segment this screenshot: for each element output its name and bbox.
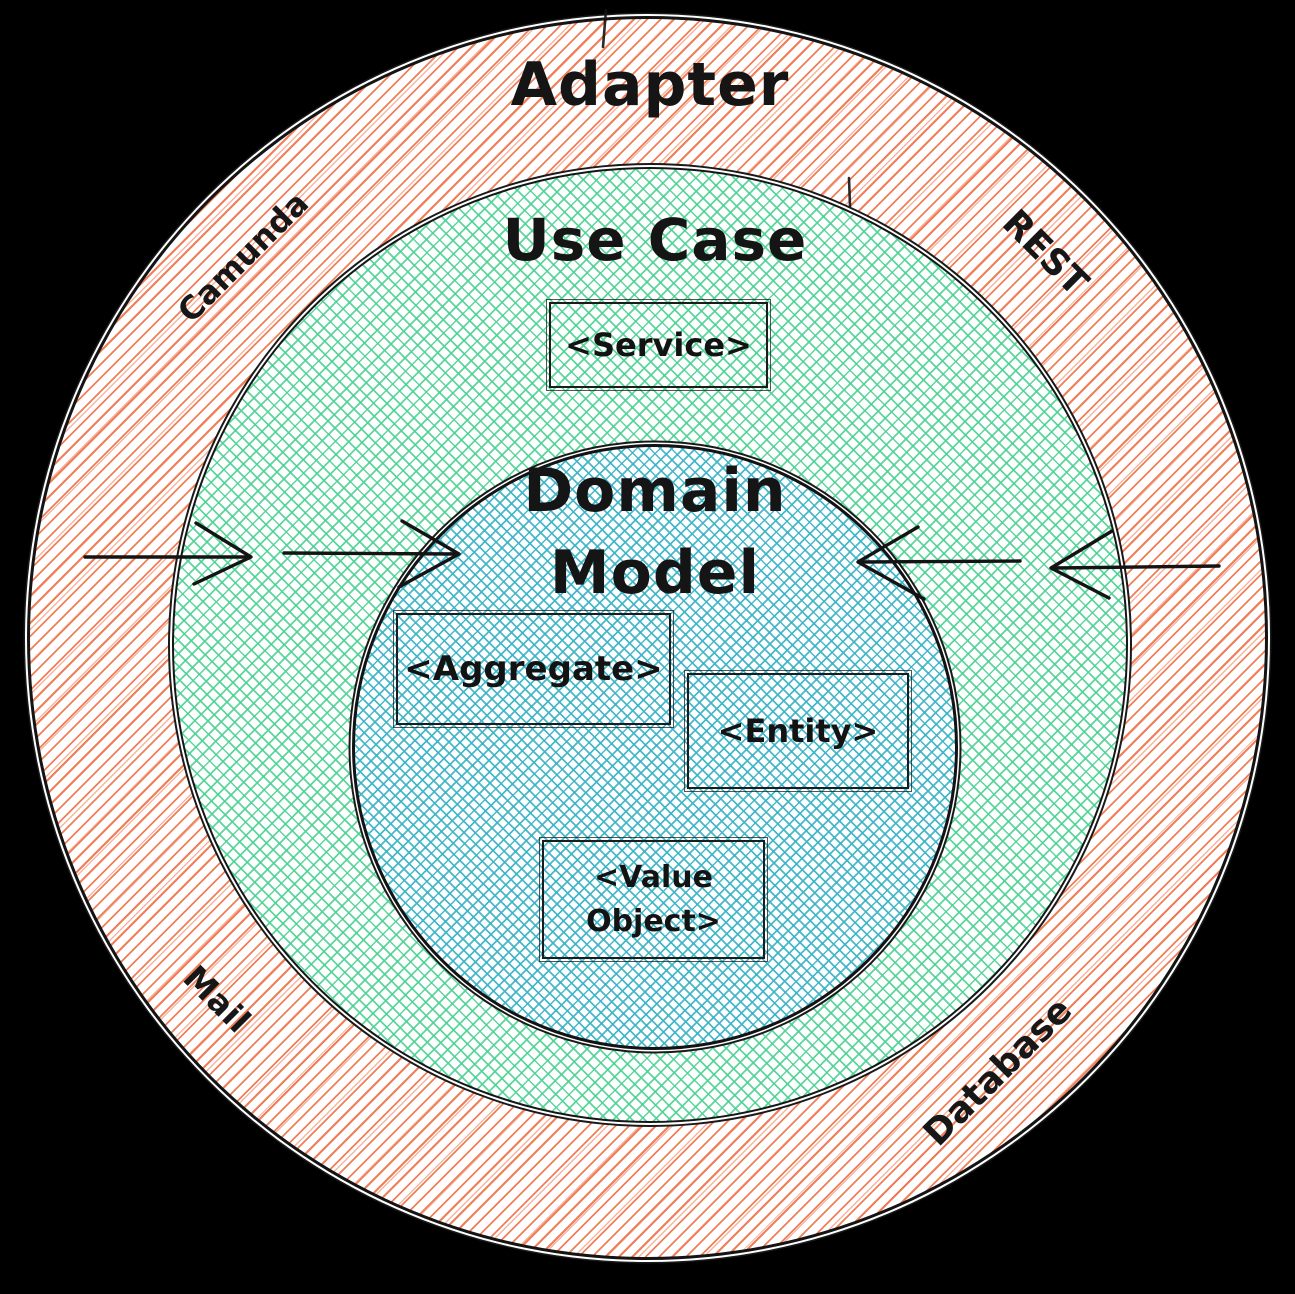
- value-object-box-line2: Object>: [586, 903, 721, 939]
- value-object-box-line1: <Value: [594, 859, 713, 895]
- entity-box: <Entity>: [683, 669, 913, 793]
- service-box-label: <Service>: [565, 326, 752, 364]
- service-box: <Service>: [545, 298, 772, 392]
- adapter-title: Adapter: [510, 50, 790, 120]
- domain-model-title-line2: Model: [549, 538, 761, 608]
- aggregate-box-label: <Aggregate>: [404, 649, 663, 689]
- value-object-box: <Value Object>: [538, 836, 769, 963]
- aggregate-box: <Aggregate>: [392, 609, 675, 729]
- use-case-title: Use Case: [502, 206, 808, 274]
- domain-model-title-line1: Domain: [523, 456, 787, 526]
- entity-box-label: <Entity>: [717, 712, 879, 750]
- domain-model-title: Domain Model: [420, 450, 890, 614]
